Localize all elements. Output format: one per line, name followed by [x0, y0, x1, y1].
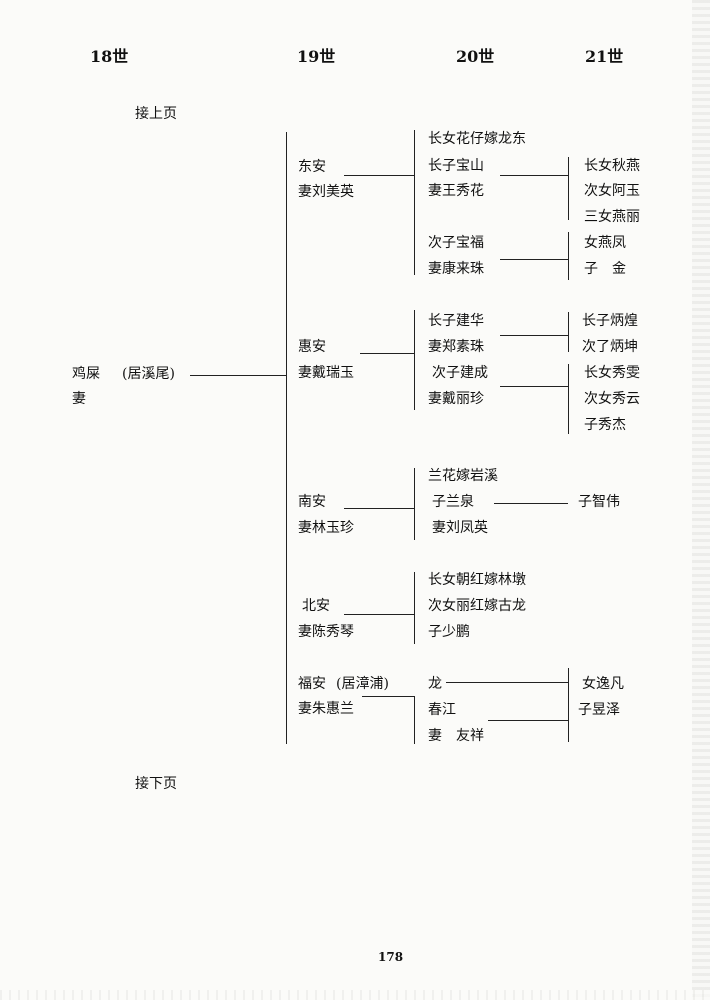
person-name: 北安 [302, 598, 330, 614]
child-entry: 长子宝山 [428, 158, 484, 174]
family-bracket [568, 668, 569, 742]
grandchild-entry: 次女阿玉 [584, 183, 640, 199]
page-number: 178 [378, 950, 404, 964]
header-generation-18: 18世 [90, 47, 129, 66]
generation-19-bracket [286, 132, 287, 744]
child-entry: 子兰泉 [432, 494, 474, 510]
root-name: 鸡屎 [72, 366, 100, 382]
connector-line [190, 375, 286, 376]
grandchild-entry: 子秀杰 [584, 417, 626, 433]
grandchild-entry: 长女秀雯 [584, 365, 640, 381]
connector-line [344, 508, 414, 509]
child-entry: 妻郑素珠 [428, 339, 484, 355]
child-entry: 长女朝红嫁林墩 [428, 572, 526, 588]
family-bracket [414, 310, 415, 410]
grandchild-entry: 子智伟 [578, 494, 620, 510]
family-bracket [414, 130, 415, 275]
child-entry: 龙 [428, 676, 442, 692]
child-entry: 次子建成 [432, 365, 488, 381]
grandchild-entry: 次女秀云 [584, 391, 640, 407]
child-entry: 次子宝福 [428, 235, 484, 251]
grandchild-entry: 次了炳坤 [582, 339, 638, 355]
child-entry: 妻戴丽珍 [428, 391, 484, 407]
header-generation-20: 20世 [456, 47, 495, 66]
root-residence: (居溪尾) [122, 366, 175, 382]
child-entry: 次女丽红嫁古龙 [428, 598, 526, 614]
family-bracket [568, 157, 569, 220]
connector-line [500, 335, 568, 336]
connector-line [500, 386, 568, 387]
grandchild-entry: 长子炳煌 [582, 313, 638, 329]
family-bracket [414, 572, 415, 644]
child-entry: 子少鹏 [428, 624, 470, 640]
person-name: 南安 [298, 494, 326, 510]
grandchild-entry: 子昱泽 [578, 702, 620, 718]
family-bracket [568, 364, 569, 434]
root-spouse: 妻 [72, 391, 86, 407]
grandchild-entry: 三女燕丽 [584, 209, 640, 225]
header-generation-19: 19世 [297, 47, 336, 66]
person-name: 惠安 [298, 339, 326, 355]
connector-line [344, 614, 414, 615]
grandchild-entry: 长女秋燕 [584, 158, 640, 174]
connector-line [494, 503, 568, 504]
child-entry: 妻王秀花 [428, 183, 484, 199]
person-name: 福安 [298, 676, 326, 692]
child-entry: 长女花仔嫁龙东 [428, 131, 526, 147]
person-spouse: 妻刘美英 [298, 184, 354, 200]
child-entry: 长子建华 [428, 313, 484, 329]
continued-from-note: 接上页 [135, 106, 177, 122]
person-spouse: 妻林玉珍 [298, 520, 354, 536]
person-spouse: 妻朱惠兰 [298, 701, 354, 717]
grandchild-entry: 子 金 [584, 261, 626, 277]
person-spouse: 妻陈秀琴 [298, 624, 354, 640]
child-entry: 妻刘凤英 [432, 520, 488, 536]
connector-line [360, 353, 414, 354]
scan-bottom-shadow [0, 990, 710, 1000]
connector-line [362, 696, 414, 697]
scan-edge-shadow [692, 0, 710, 1000]
family-bracket [568, 232, 569, 280]
person-spouse: 妻戴瑞玉 [298, 365, 354, 381]
connector-line [446, 682, 568, 683]
header-generation-21: 21世 [585, 47, 624, 66]
person-name: 东安 [298, 159, 326, 175]
connector-line [500, 259, 568, 260]
continued-to-note: 接下页 [135, 776, 177, 792]
person-residence: (居漳浦) [336, 676, 389, 692]
child-entry: 春江 [428, 702, 456, 718]
child-entry: 妻 友祥 [428, 728, 484, 744]
family-bracket [568, 312, 569, 352]
connector-line [488, 720, 568, 721]
child-entry: 妻康来珠 [428, 261, 484, 277]
grandchild-entry: 女燕凤 [584, 235, 626, 251]
family-bracket [414, 468, 415, 540]
connector-line [344, 175, 414, 176]
connector-line [500, 175, 568, 176]
child-entry: 兰花嫁岩溪 [428, 468, 498, 484]
family-bracket [414, 696, 415, 744]
grandchild-entry: 女逸凡 [582, 676, 624, 692]
